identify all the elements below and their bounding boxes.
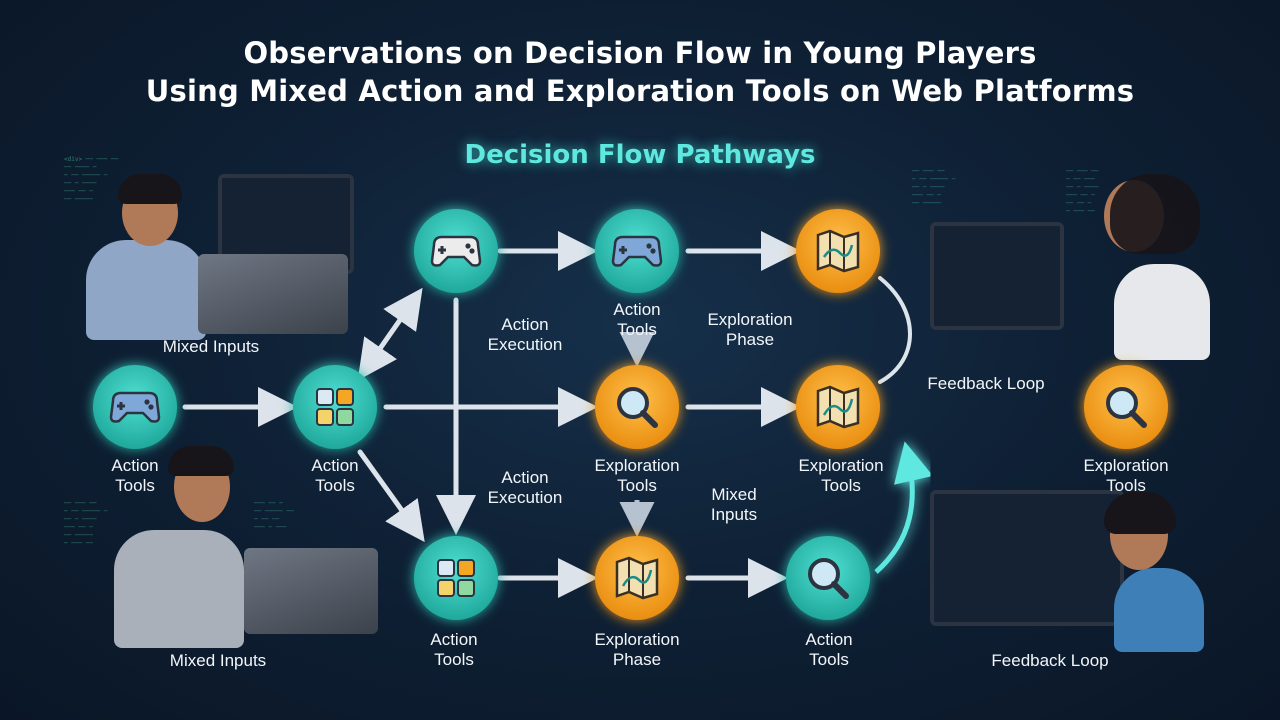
map-icon bbox=[816, 385, 860, 429]
label-photo-bottom-right: Feedback Loop bbox=[991, 651, 1109, 670]
label-mid-exploration-tools: Exploration Tools bbox=[594, 456, 680, 495]
person-shirt bbox=[1114, 264, 1210, 360]
code-overlay: ── ─── ─── ── ───── ─── ─ ─────── ── ───… bbox=[912, 168, 956, 207]
gamepad-icon bbox=[109, 391, 161, 423]
monitor-screen bbox=[930, 222, 1064, 330]
label-action-execution-top: Action Execution bbox=[487, 315, 563, 354]
label-top-action-tools: Action Tools bbox=[613, 300, 661, 339]
scene-top-left: <div> ── ─── ──── ──── ── ── ───── ─── ─… bbox=[58, 150, 358, 340]
label-bot-exploration-phase: Exploration Phase bbox=[594, 630, 680, 669]
label-photo-bottom-left: Mixed Inputs bbox=[169, 651, 267, 670]
tool-grid-icon bbox=[437, 559, 475, 597]
magnifier-icon bbox=[1106, 387, 1147, 428]
person-hair bbox=[168, 446, 234, 476]
edge-top-map-curve-down bbox=[878, 276, 912, 384]
code-overlay: <div> ── ─── ──── ──── ── ── ───── ─── ─… bbox=[64, 156, 119, 203]
magnifier-icon bbox=[617, 387, 658, 428]
laptop bbox=[244, 548, 378, 634]
person-hoodie bbox=[114, 530, 244, 648]
tool-grid-icon bbox=[316, 388, 354, 426]
person-shirt bbox=[1114, 568, 1204, 652]
label-bot-action-tools-2: Action Tools bbox=[805, 630, 853, 669]
page-title: Observations on Decision Flow in Young P… bbox=[0, 34, 1280, 110]
magnifier-icon bbox=[808, 558, 849, 599]
laptop bbox=[198, 254, 348, 334]
person-hair bbox=[118, 174, 182, 204]
scene-bottom-right bbox=[924, 488, 1204, 652]
code-overlay-right: ── ─── ─── ── ───── ─ ─────── ── ─── ── … bbox=[1066, 168, 1099, 215]
person-hair bbox=[1110, 174, 1200, 254]
title-line-2: Using Mixed Action and Exploration Tools… bbox=[145, 74, 1135, 108]
label-photo-top-left: Mixed Inputs bbox=[162, 337, 260, 356]
label-mid-exploration-tools-2: Exploration Tools bbox=[798, 456, 884, 495]
edges bbox=[182, 231, 912, 598]
node-bot-action-tools bbox=[414, 536, 498, 620]
edge-mid-action-to-top-gamepad bbox=[357, 287, 423, 381]
person-hair bbox=[1104, 492, 1176, 534]
node-mid-action-tools bbox=[293, 365, 377, 449]
scene-top-right: ── ─── ─── ── ───── ─── ─ ─────── ── ───… bbox=[908, 160, 1210, 360]
label-left-action-tools: Action Tools bbox=[111, 456, 159, 495]
title-line-1: Observations on Decision Flow in Young P… bbox=[243, 36, 1037, 70]
label-mixed-inputs-mid: Mixed Inputs bbox=[710, 485, 758, 524]
code-overlay-right: ─── ── ─── ───── ─── ── ───── ─ ─── bbox=[254, 500, 294, 531]
label-feedback-loop: Feedback Loop bbox=[927, 374, 1045, 393]
map-icon bbox=[615, 556, 659, 600]
label-action-execution-mid: Action Execution bbox=[487, 468, 563, 507]
edge-mid-action-to-bot-action bbox=[357, 449, 425, 543]
gamepad-icon bbox=[430, 235, 482, 267]
label-right-exploration-tools: Exploration Tools bbox=[1083, 456, 1169, 495]
person-hoodie bbox=[86, 240, 206, 340]
gamepad-icon bbox=[611, 235, 663, 267]
label-bot-action-tools: Action Tools bbox=[430, 630, 478, 669]
scene-bottom-left: ── ─── ─── ── ───── ─── ─ ─────── ── ───… bbox=[64, 440, 384, 652]
label-exploration-phase-top: Exploration Phase bbox=[707, 310, 793, 349]
edge-teal-curve-up bbox=[874, 441, 934, 574]
diagram-subtitle: Decision Flow Pathways bbox=[464, 140, 816, 170]
code-overlay: ── ─── ─── ── ───── ─── ─ ─────── ── ───… bbox=[64, 500, 108, 547]
map-icon bbox=[816, 229, 860, 273]
label-mid-action-tools: Action Tools bbox=[311, 456, 359, 495]
